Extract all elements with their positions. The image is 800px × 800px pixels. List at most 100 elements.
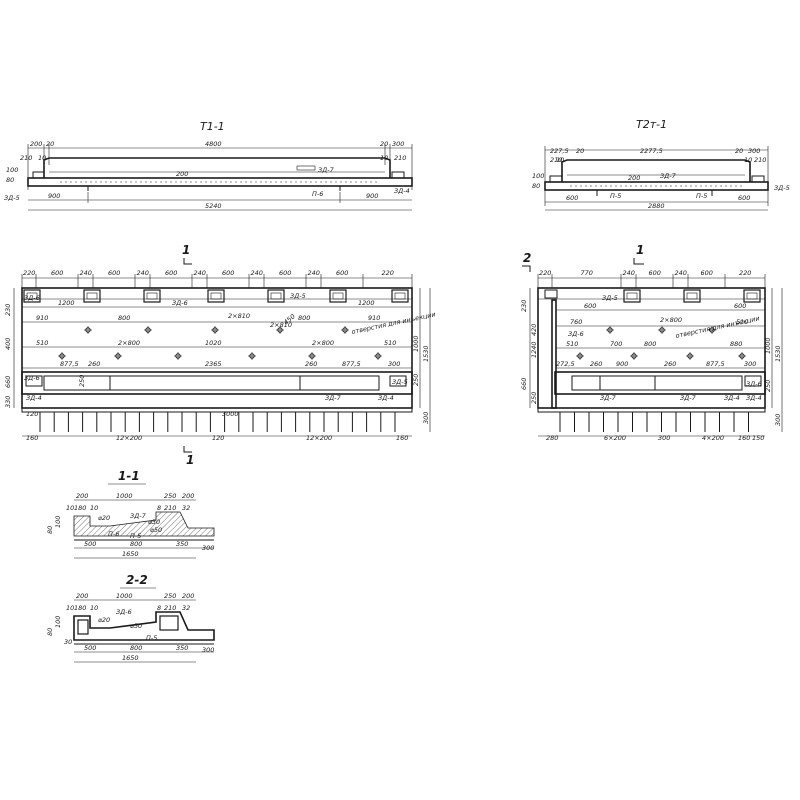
t2-top-dim-label: 240: [675, 269, 687, 277]
sec1-dim: 32: [182, 504, 190, 512]
sec1-dim: 350: [176, 540, 188, 548]
sec2-dim: 200: [182, 592, 194, 600]
sec2-label: ЗД-6: [116, 608, 132, 616]
sec1-label: П-5: [130, 532, 141, 540]
sec2-dim: 300: [202, 646, 214, 654]
t1-plan-dim: 2×800: [312, 339, 334, 347]
t1-top-dim-label: 240: [251, 269, 263, 277]
sec1-dim: 180: [74, 504, 86, 512]
t2-plan-label: ЗД-4: [746, 394, 762, 402]
t1-plan-dim: 877,5: [60, 360, 79, 368]
t2-section-mark: 1: [636, 243, 644, 257]
t1-plan-dim: 2×810: [228, 312, 250, 320]
t1-plan-dim: 510: [36, 339, 48, 347]
t2-top-dim-label: 770: [581, 269, 593, 277]
t2-plan-dim: 510: [736, 318, 748, 326]
t2-elev-dim: 10: [556, 156, 564, 164]
t2-elevation: Т2т-1 227,5 20 2277,5 20 300 210 10 80 1…: [532, 118, 790, 211]
sec2-dim: 8: [157, 604, 161, 612]
t1-plan-dim: 330: [4, 396, 12, 408]
t1-plan-dim: 120: [212, 434, 224, 442]
sec1-dim: 100: [54, 516, 62, 528]
opening-cutout: [207, 289, 225, 303]
t1-elev-dim: 900: [48, 192, 60, 200]
t1-elev-dim: 200: [30, 140, 42, 148]
t1-plan-dim: 250: [78, 375, 86, 387]
sec2-dim: 350: [176, 644, 188, 652]
sec2-dim: 200: [76, 592, 88, 600]
t1-plan-dim: 2×800: [118, 339, 140, 347]
sec1-dim: 10: [66, 504, 74, 512]
t2-elev-dim: 10: [744, 156, 752, 164]
t1-top-dim-label: 600: [51, 269, 63, 277]
t2-plan-dim: 1530: [774, 345, 782, 362]
t1-plan-dim: 1530: [422, 345, 430, 362]
t2-top-dim-label: 220: [539, 269, 551, 277]
t1-plan-dim: 12×200: [116, 434, 142, 442]
t1-elev-dim: 210: [20, 154, 32, 162]
t2-top-dim-label: 220: [739, 269, 751, 277]
t1-plan-label: ЗД-6: [172, 299, 188, 307]
t2-plan-dim: 300: [744, 360, 756, 368]
sec2-label: ⌀50: [130, 622, 142, 630]
t1-plan-dim: 12×200: [306, 434, 332, 442]
t1-plan-dim: 3000: [222, 410, 239, 418]
t2-plan-dim: 250: [764, 380, 772, 392]
t1-plan-dim: 910: [368, 314, 380, 322]
sec1-dim: 300: [202, 544, 214, 552]
t2-plan-dim: 900: [616, 360, 628, 368]
section-1-title: 1-1: [118, 469, 140, 483]
opening-cutout: [623, 289, 641, 303]
t2-elev-dim: 210: [754, 156, 766, 164]
t1-plan-dim: 300: [422, 412, 430, 424]
t2-plan-label: ЗД-7: [680, 394, 697, 402]
t1-elevation: Т1-1 200 20 4800 20 300 210 10 80 100 10…: [4, 120, 413, 211]
sec2-label: ⌀20: [98, 616, 110, 624]
t1-elev-overall: 5240: [205, 202, 222, 210]
sec2-dim: 10: [66, 604, 74, 612]
t2-plan-dim: 420: [530, 324, 538, 336]
t2-elev-dim: 227,5: [550, 147, 569, 155]
t1-plan-dim: 660: [4, 376, 12, 388]
t1-top-dim-label: 240: [194, 269, 206, 277]
t2-elev-label: П-5: [696, 192, 707, 200]
sec1-dim: 8: [157, 504, 161, 512]
sec2-dim: 250: [164, 592, 176, 600]
t2-elev-label: ЗД-7: [660, 172, 677, 180]
section-1-1: 1-1 200 1000 250 200 10 180 10 8 210 32 …: [46, 469, 214, 559]
t1-top-dim-label: 600: [108, 269, 120, 277]
sec2-overall: 1650: [122, 654, 139, 662]
t1-elev-dim: 20: [380, 140, 388, 148]
sec1-label: ⌀20: [98, 514, 110, 522]
t2-plan-dim: 6×200: [604, 434, 626, 442]
t2-elev-dim: 600: [566, 194, 578, 202]
t1-plan-dim: 300: [388, 360, 400, 368]
opening-cutout: [743, 289, 761, 303]
t2-plan-dim: 700: [610, 340, 622, 348]
sec1-dim: 210: [164, 504, 176, 512]
t2-elev-dim: 100: [532, 172, 544, 180]
t1-elev-dim: 4800: [205, 140, 222, 148]
t2-plan-dim: 272,5: [556, 360, 575, 368]
t2-top-dim-label: 240: [623, 269, 635, 277]
t1-plan-dim: 160: [26, 434, 38, 442]
t2-plan-dim: 300: [774, 414, 782, 426]
t1-plan-dim: 160: [396, 434, 408, 442]
t1-top-dim-label: 600: [279, 269, 291, 277]
t1-elev-dim: 100: [6, 166, 18, 174]
t2-plan-dim: 800: [644, 340, 656, 348]
t1-plan-label: ЗД-6: [24, 374, 40, 382]
sec2-label: П-5: [146, 634, 157, 642]
sec2-dim: 210: [164, 604, 176, 612]
sec1-dim: 10: [90, 504, 98, 512]
section-2-title: 2-2: [126, 573, 148, 587]
sec1-dim: 200: [182, 492, 194, 500]
t2-plan-dim: 510: [566, 340, 578, 348]
sec2-dim: 100: [54, 616, 62, 628]
t1-plan-dim: 800: [298, 314, 310, 322]
sec1-dim: 800: [130, 540, 142, 548]
t1-elev-dim: 20: [46, 140, 54, 148]
t1-elev-dim: 200: [176, 170, 188, 178]
sec2-dim: 800: [130, 644, 142, 652]
